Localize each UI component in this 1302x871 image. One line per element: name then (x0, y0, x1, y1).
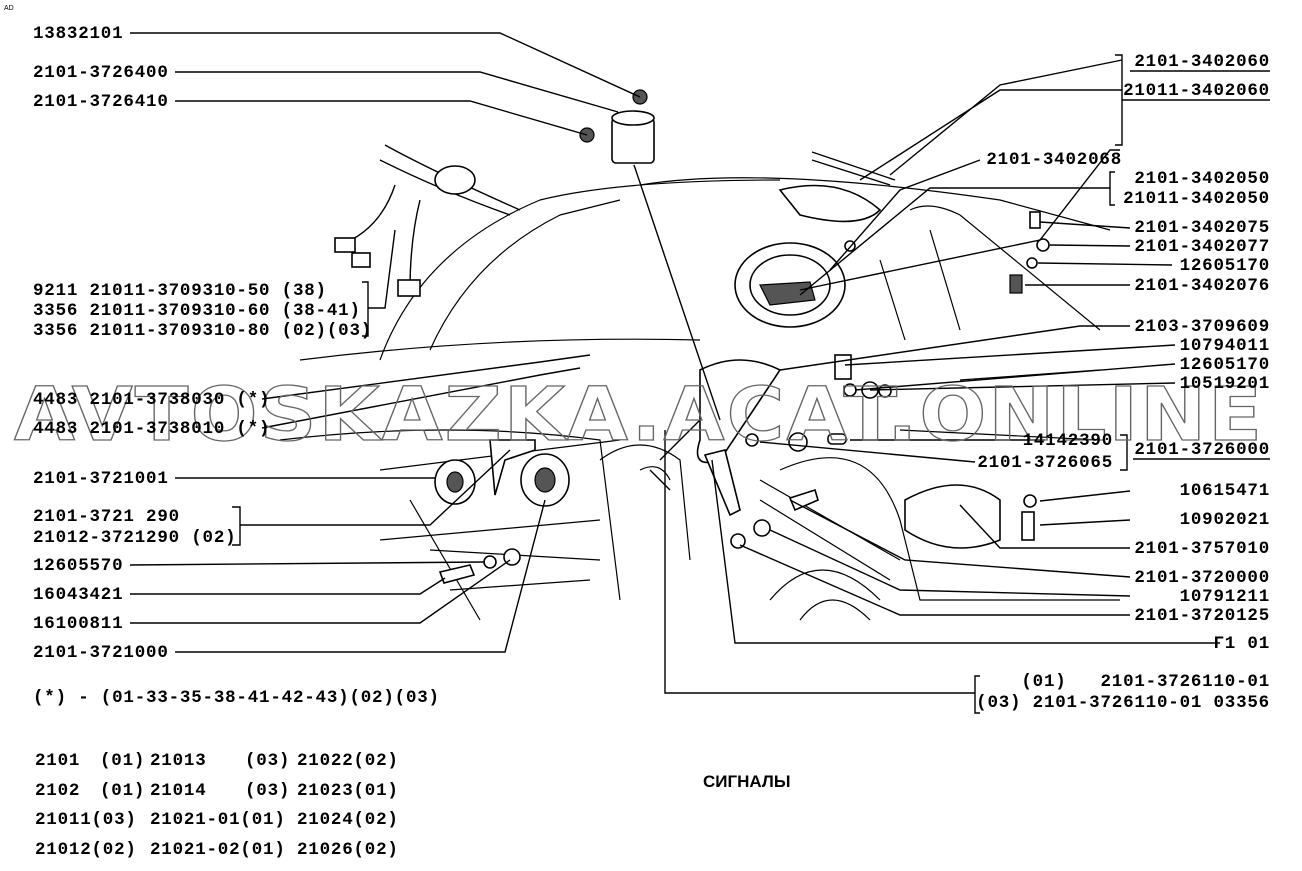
horn-pad-cover (778, 184, 882, 223)
part-label: 2101-3402068 (986, 150, 1122, 170)
trim-strip (811, 151, 896, 186)
model-cell: (01) (100, 781, 145, 801)
model-cell: 21011(03) (35, 810, 137, 830)
part-label: 10791211 (1180, 587, 1270, 607)
part-label: 2101-3726410 (33, 92, 169, 112)
part-label: 12605170 (1180, 256, 1270, 276)
model-table: 2101 (01) 21013 (03) 21022(02) 2102 (01)… (35, 751, 399, 860)
part-label: 14142390 (1023, 431, 1113, 451)
left-labels: 13832101 2101-3726400 2101-3726410 9211 … (33, 24, 440, 708)
model-cell: 21012(02) (35, 840, 137, 860)
part-label: 9211 21011-3709310-50 (38) (33, 281, 327, 301)
car-body-outline (279, 177, 1120, 621)
part-label: 2101-3726065 (977, 453, 1113, 473)
part-label: 2101-3726400 (33, 63, 169, 83)
part-label: 3356 21011-3709310-60 (38-41) (33, 301, 361, 321)
part-label: 4483 2101-3738030 (*) (33, 390, 270, 410)
part-label: 2101-3757010 (1134, 539, 1270, 559)
model-cell: 21026(02) (297, 840, 399, 860)
model-cell: 21013 (150, 751, 207, 771)
part-label: 2101-3726000 (1134, 440, 1270, 460)
diagram-title: СИГНАЛЫ (703, 772, 790, 791)
part-label: 2101-3402075 (1134, 218, 1270, 238)
model-cell: 2102 (35, 781, 80, 801)
right-labels: 2101-3402060 21011-3402060 2101-3402068 … (976, 52, 1270, 713)
model-cell: 21022(02) (297, 751, 399, 771)
part-label: 2101-3721001 (33, 469, 169, 489)
harness-wires (339, 144, 521, 291)
part-label: 2101-3402077 (1134, 237, 1270, 257)
part-label: 21011-3402060 (1123, 81, 1270, 101)
corner-mark: AD (4, 5, 14, 12)
part-label: (03) 2101-3726110-01 03356 (976, 693, 1270, 713)
part-label: 2101-3720000 (1134, 568, 1270, 588)
bracket (489, 439, 536, 496)
part-label: 2101-3720125 (1134, 606, 1270, 626)
part-label: 2101-3721000 (33, 643, 169, 663)
model-cell: 21014 (150, 781, 207, 801)
part-label: 16043421 (33, 585, 123, 605)
model-cell: 21023(01) (297, 781, 399, 801)
part-label: 12605570 (33, 556, 123, 576)
part-label: 10902021 (1180, 510, 1270, 530)
part-label: 2101-3402076 (1134, 276, 1270, 296)
model-cell: (03) (245, 781, 290, 801)
part-label: 2101-3402050 (1134, 169, 1270, 189)
contact-plate (703, 449, 741, 517)
model-cell: 21024(02) (297, 810, 399, 830)
footnote: (*) - (01-33-35-38-41-42-43)(02)(03) (33, 688, 440, 708)
part-label: 2101-3402060 (1134, 52, 1270, 72)
relay-housing (904, 484, 1001, 549)
part-label: 10794011 (1180, 336, 1270, 356)
part-label: 2103-3709609 (1134, 317, 1270, 337)
part-label: 21012-3721290 (02) (33, 528, 236, 548)
part-label: 10519201 (1180, 374, 1270, 394)
switch-body (434, 165, 476, 195)
part-label: 21011-3402050 (1123, 189, 1270, 209)
model-cell: 2101 (35, 751, 80, 771)
part-label: 16100811 (33, 614, 123, 634)
washer (483, 555, 497, 569)
part-label: Г1 01 (1213, 634, 1270, 654)
bolt (438, 564, 476, 584)
part-label: 3356 21011-3709310-80 (02)(03) (33, 321, 372, 341)
part-label: 12605170 (1180, 355, 1270, 375)
part-label: 4483 2101-3738010 (*) (33, 419, 270, 439)
part-label: 13832101 (33, 24, 123, 44)
screw (1029, 211, 1041, 229)
leader-lines (129, 32, 1220, 714)
part-label: 10615471 (1180, 481, 1270, 501)
connector (334, 237, 356, 253)
model-cell: (03) (245, 751, 290, 771)
watermark: AVTOSKAZKA.ACAT.ONLINE (14, 372, 1264, 458)
parts-drawings (334, 89, 1050, 584)
part-label: (01) 2101-3726110-01 (1021, 672, 1270, 692)
model-cell: (01) (100, 751, 145, 771)
part-label: 2101-3721 290 (33, 507, 180, 527)
model-cell: 21021-01(01) (150, 810, 286, 830)
model-cell: 21021-02(01) (150, 840, 286, 860)
